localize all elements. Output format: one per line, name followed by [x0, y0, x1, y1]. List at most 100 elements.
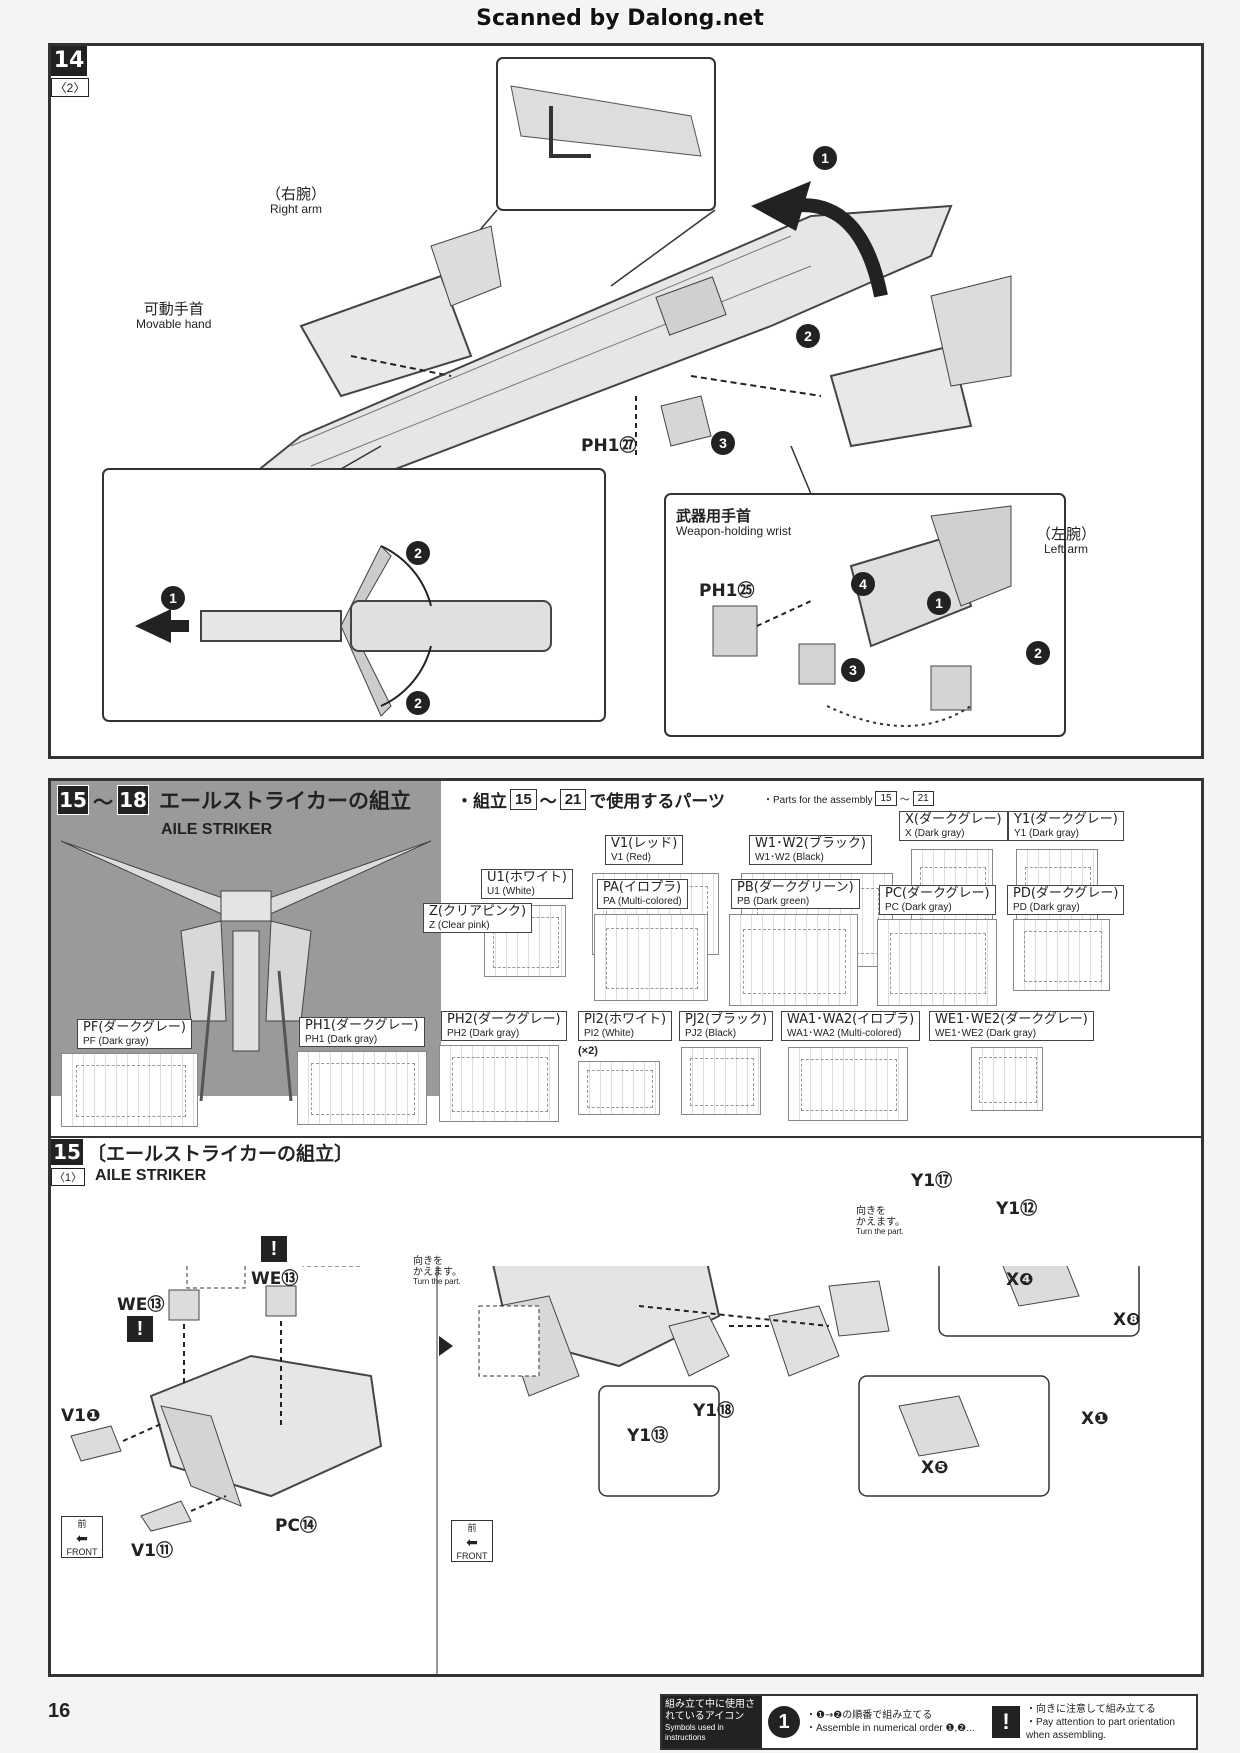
seq-2c-icon: 2 [406, 691, 430, 715]
attention-icon-legend: ! [992, 1706, 1020, 1738]
range-to-number: 18 [117, 785, 149, 815]
turn-label-jp-1: 向きを かえます。 [413, 1256, 462, 1278]
seq-3b-icon: 3 [841, 658, 865, 682]
sprue-pj2 [681, 1047, 761, 1115]
front-icon-right: 前⬅FRONT [451, 1520, 493, 1562]
sprue-pi2 [578, 1061, 660, 1115]
runner-wa1-wa2: WA1･WA2(イロプラ)WA1･WA2 (Multi-colored) [781, 1011, 921, 1042]
parts-heading-en-mid: 〜 [899, 795, 910, 806]
sprue-pc [877, 919, 997, 1006]
weapon-wrist-label-en: Weapon-holding wrist [676, 523, 792, 538]
runner-pj2: PJ2(ブラック)PJ2 (Black) [679, 1011, 774, 1042]
parts-heading-prefix: ・組立 [456, 792, 507, 812]
x5: X❺ [921, 1458, 949, 1478]
sprue-pb [729, 914, 858, 1006]
left-arm-label-en: Left arm [1044, 541, 1089, 556]
watermark: Scanned by Dalong.net [476, 6, 764, 31]
x4: X❹ [1006, 1270, 1034, 1290]
seq-2b-icon: 2 [406, 541, 430, 565]
y1-18: Y1⑱ [693, 1401, 735, 1421]
sprue-wa1-wa2 [788, 1047, 908, 1121]
parts-to-en: 21 [912, 791, 934, 806]
parts-heading-mid: 〜 [539, 792, 557, 811]
runner-x: X(ダークグレー)X (Dark gray) [899, 811, 1008, 842]
icons-legend: 組み立て中に使用されているアイコン Symbols used in instru… [660, 1694, 1198, 1750]
step14-number: 14 [51, 46, 87, 76]
runner-u1: U1(ホワイト)U1 (White) [481, 869, 573, 900]
sprue-we1-we2 [971, 1047, 1043, 1111]
step14-sub: 〈2〉 [51, 78, 89, 97]
seq-1c-icon: 1 [927, 591, 951, 615]
runner-ph1: PH1(ダークグレー)PH1 (Dark gray) [299, 1017, 425, 1048]
y1-17: Y1⑰ [911, 1171, 953, 1191]
sprue-pd [1013, 919, 1110, 991]
step14-illustration [102, 57, 1066, 737]
page-number: 16 [48, 1700, 71, 1722]
y1-13: Y1⑬ [627, 1426, 669, 1446]
runner-z-label: Z(クリアピンク)Z (Clear pink) [423, 903, 533, 934]
pi2-count: (×2) [578, 1045, 598, 1057]
we13-right: WE⑬ [251, 1269, 299, 1289]
weapon-wrist-label-jp: 武器用手首 [676, 507, 752, 525]
sprue-ph1 [297, 1051, 427, 1125]
parts-from: 15 [510, 789, 537, 810]
part-ph1-25: PH1㉕ [699, 581, 755, 601]
step15-panel: WE⑬ ! ! WE⑬ V1❶ V1⑪ PC⑭ 前⬅FRONT 向きを かえます… [48, 1171, 1204, 1677]
runner-we1-we2: WE1･WE2(ダークグレー)WE1･WE2 (Dark gray) [929, 1011, 1094, 1042]
attention-jp: ・向きに注意して組み立てる [1026, 1703, 1156, 1715]
seq-1-icon: 1 [813, 146, 837, 170]
icons-title-jp: 組み立て中に使用されているアイコン [665, 1699, 755, 1722]
seq-2-icon: 2 [796, 324, 820, 348]
step15-title-en: AILE STRIKER [95, 1167, 207, 1184]
section-title-en: AILE STRIKER [161, 821, 273, 838]
part-ph1-27: PH1㉗ [581, 436, 637, 456]
runner-ph2: PH2(ダークグレー)PH2 (Dark gray) [441, 1011, 567, 1042]
turn-label-jp-2: 向きを かえます。 [856, 1206, 905, 1228]
runner-pf: PF(ダークグレー)PF (Dark gray) [77, 1019, 192, 1050]
movable-hand-label-jp: 可動手首 [143, 300, 204, 318]
step15-title-jp: 〔エールストライカーの組立〕 [87, 1143, 354, 1165]
runner-pb: PB(ダークグリーン)PB (Dark green) [731, 879, 860, 910]
attention-icon-left: ! [127, 1316, 153, 1342]
v1-1: V1❶ [61, 1406, 101, 1426]
runner-y1: Y1(ダークグレー)Y1 (Dark gray) [1008, 811, 1124, 842]
step15-illustration-right [439, 1266, 1140, 1497]
runner-pa: PA(イロプラ)PA (Multi-colored) [597, 879, 688, 910]
sprue-pf [61, 1053, 198, 1127]
front-icon-left: 前⬅FRONT [61, 1516, 103, 1558]
seq-3-icon: 3 [711, 431, 735, 455]
step14-panel: 14 〈2〉 [48, 43, 1204, 759]
order-icon: 1 [768, 1706, 800, 1738]
order-en: ・Assemble in numerical order ❶,❷... [806, 1723, 975, 1734]
range-tilde: 〜 [93, 791, 113, 814]
pc14: PC⑭ [275, 1516, 317, 1536]
icons-title-en: Symbols used in instructions [665, 1723, 724, 1742]
step15-sub: 〈1〉 [51, 1168, 85, 1186]
parts-list-panel: 15 〜 18 エールストライカーの組立 AILE STRIKER ・組立 15… [48, 778, 1204, 1272]
step15-illustration-left [70, 1266, 383, 1532]
section-title-jp: エールストライカーの組立 [159, 789, 411, 813]
runner-v1: V1(レッド)V1 (Red) [605, 835, 684, 866]
right-arm-label-jp: （右腕） [266, 185, 327, 203]
step15-number: 15 [51, 1139, 83, 1165]
step15-divider [51, 1136, 1201, 1138]
parts-heading-en: ・Parts for the assembly [763, 795, 873, 806]
order-jp: ・❶→❷の順番で組み立てる [806, 1710, 933, 1721]
movable-hand-label-en: Movable hand [136, 316, 212, 331]
range-from-number: 15 [57, 785, 89, 815]
right-arm-label-en: Right arm [270, 201, 323, 216]
v1-11: V1⑪ [131, 1541, 173, 1561]
we13-left: WE⑬ [117, 1295, 165, 1315]
sprue-ph2 [439, 1045, 559, 1122]
parts-to: 21 [559, 789, 587, 810]
y1-12: Y1⑫ [996, 1199, 1038, 1219]
attention-en: ・Pay attention to part orientation when … [1026, 1716, 1175, 1741]
parts-from-en: 15 [875, 791, 897, 806]
runner-pi2: PI2(ホワイト)PI2 (White) [578, 1011, 673, 1042]
sprue-pa [594, 914, 708, 1001]
runner-pd: PD(ダークグレー)PD (Dark gray) [1007, 885, 1125, 916]
seq-1b-icon: 1 [161, 586, 185, 610]
runner-pc: PC(ダークグレー)PC (Dark gray) [879, 885, 996, 916]
runner-w1-w2: W1･W2(ブラック)W1･W2 (Black) [749, 835, 872, 866]
aile-striker-illustration [60, 840, 432, 1101]
